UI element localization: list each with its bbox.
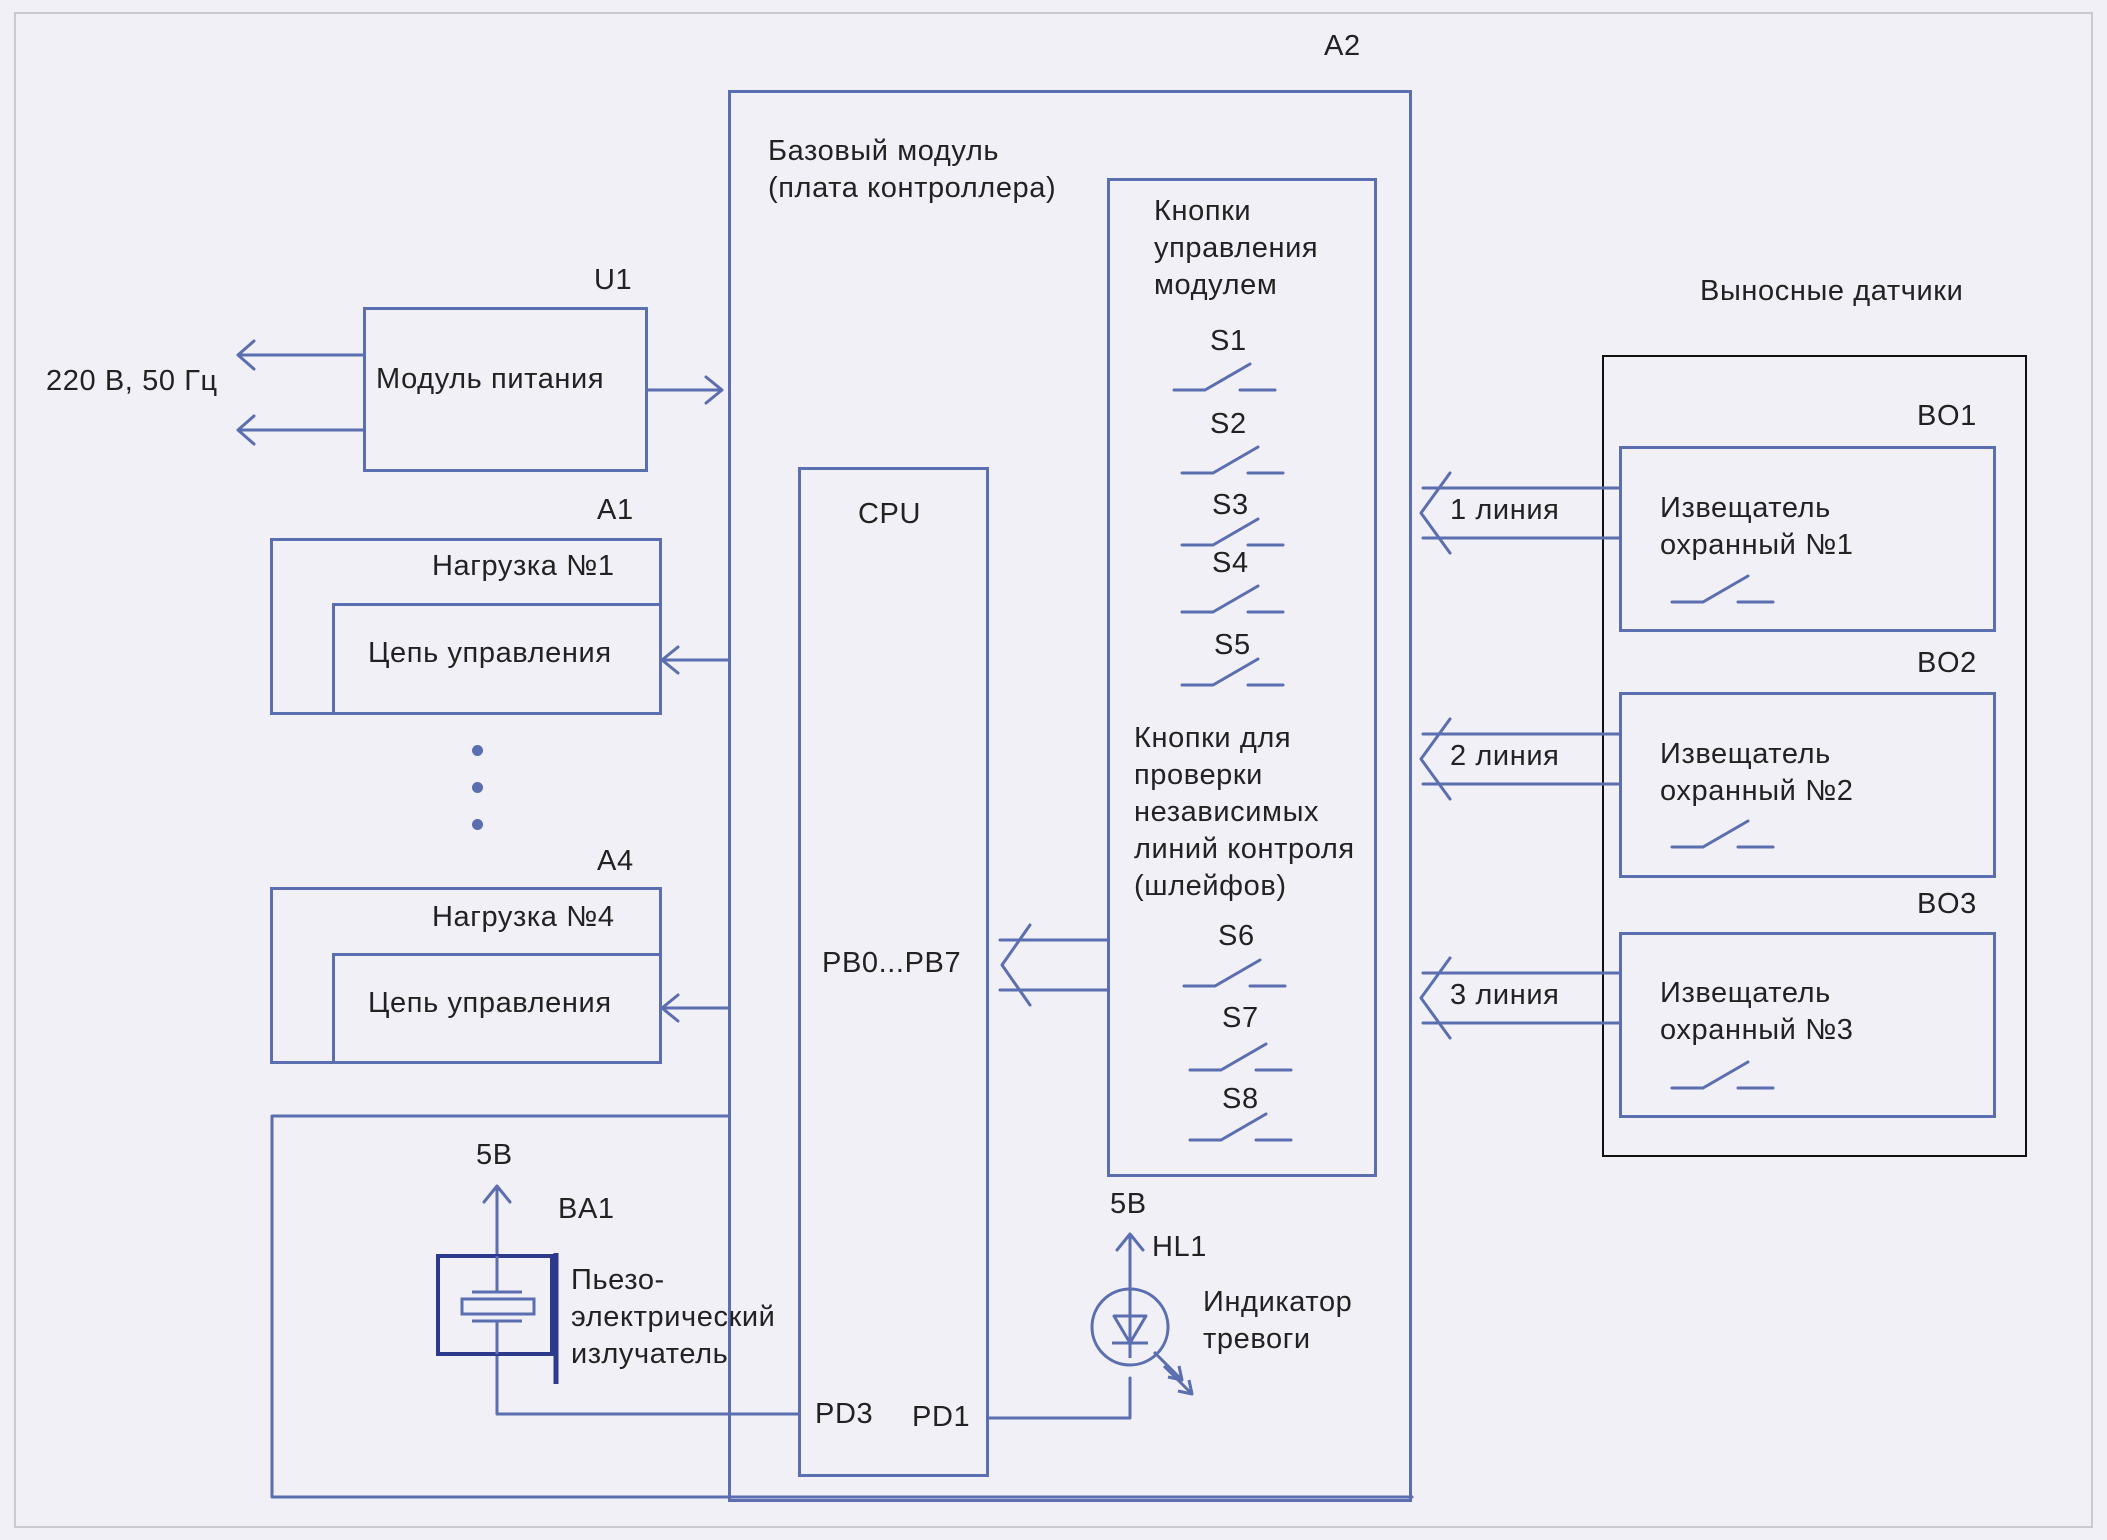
switch-s3-symbol xyxy=(1180,517,1285,547)
control1-arrowhead xyxy=(660,645,680,675)
sensor3-contact-symbol xyxy=(1670,1060,1775,1090)
label-s7: S7 xyxy=(1222,1002,1259,1034)
switch-s4-symbol xyxy=(1180,584,1285,614)
switch-s2-symbol xyxy=(1180,445,1285,475)
label-pb-ports: PB0...PB7 xyxy=(822,947,962,979)
ellipsis-dot xyxy=(472,819,483,830)
label-line2: 2 линия xyxy=(1450,740,1560,772)
label-s5: S5 xyxy=(1214,629,1251,661)
line1-arrowhead xyxy=(1419,471,1452,555)
label-pd1: PD1 xyxy=(912,1401,971,1433)
label-u1: U1 xyxy=(594,264,633,296)
sensor1-block xyxy=(1619,446,1996,632)
buzzer-supply-arrowhead xyxy=(482,1184,512,1204)
mains-arrowhead-bottom xyxy=(236,414,256,446)
remote-sensors-group xyxy=(1602,355,2027,1157)
mains-arrowhead-top xyxy=(236,339,256,371)
common-return-wire xyxy=(270,1114,1414,1499)
label-s3: S3 xyxy=(1212,489,1249,521)
label-base-module: Базовый модуль (плата контроллера) xyxy=(768,135,1057,204)
label-s8: S8 xyxy=(1222,1083,1259,1115)
label-s4: S4 xyxy=(1212,547,1249,579)
label-load4: Нагрузка №4 xyxy=(432,901,615,933)
cpu-block xyxy=(798,467,989,1477)
label-sensor2: Извещатель охранный №2 xyxy=(1660,738,1854,807)
control4-arrowhead xyxy=(660,993,680,1023)
line2-arrowhead xyxy=(1419,717,1452,801)
buzzer-to-pd3-wire xyxy=(495,1352,800,1416)
label-power-module: Модуль питания xyxy=(376,363,605,395)
sensor2-contact-symbol xyxy=(1670,819,1775,849)
label-mains: 220 В, 50 Гц xyxy=(46,365,218,397)
power-module-block xyxy=(363,307,648,472)
label-load1: Нагрузка №1 xyxy=(432,550,615,582)
label-line1: 1 линия xyxy=(1450,494,1560,526)
buttons-block xyxy=(1107,178,1377,1177)
switch-s1-symbol xyxy=(1172,362,1277,392)
label-a4: A4 xyxy=(597,845,634,877)
label-bo2: BO2 xyxy=(1917,647,1977,679)
sensor3-block xyxy=(1619,932,1996,1118)
label-sensor1: Извещатель охранный №1 xyxy=(1660,492,1854,561)
diagram-frame xyxy=(14,12,2093,1528)
switch-s8-symbol xyxy=(1188,1112,1293,1142)
label-s6: S6 xyxy=(1218,920,1255,952)
label-control1: Цепь управления xyxy=(368,637,612,669)
label-loop-buttons: Кнопки для проверки независимых линий ко… xyxy=(1134,722,1355,902)
label-control4: Цепь управления xyxy=(368,987,612,1019)
label-cpu: CPU xyxy=(858,498,922,530)
label-pd3: PD3 xyxy=(815,1398,874,1430)
label-bo3: BO3 xyxy=(1917,888,1977,920)
led-indicator-symbol xyxy=(1090,1287,1194,1396)
control-circuit4-block xyxy=(332,953,662,1064)
switch-s5-symbol xyxy=(1180,657,1285,687)
label-s1: S1 xyxy=(1210,325,1247,357)
label-a2: A2 xyxy=(1324,30,1361,62)
label-module-buttons: Кнопки управления модулем xyxy=(1154,195,1319,301)
led-supply-arrowhead xyxy=(1115,1232,1145,1252)
label-alarm-led: Индикатор тревоги xyxy=(1203,1286,1353,1355)
pd1-to-led-wire xyxy=(987,1376,1132,1420)
label-buzzer: Пьезо- электрический излучатель xyxy=(571,1264,776,1370)
label-5v-buzzer: 5В xyxy=(476,1139,513,1171)
label-a1: A1 xyxy=(597,494,634,526)
switch-s7-symbol xyxy=(1188,1042,1293,1072)
label-remote-sensors: Выносные датчики xyxy=(1700,275,1964,307)
switch-s6-symbol xyxy=(1182,958,1287,988)
line3-arrowhead xyxy=(1419,956,1452,1040)
power-to-base-arrowhead xyxy=(704,375,724,405)
ellipsis-dot xyxy=(472,782,483,793)
label-bo1: BO1 xyxy=(1917,400,1977,432)
piezo-buzzer-symbol xyxy=(436,1253,559,1384)
label-s2: S2 xyxy=(1210,408,1247,440)
label-5v-led: 5В xyxy=(1110,1188,1147,1220)
label-line3: 3 линия xyxy=(1450,979,1560,1011)
label-sensor3: Извещатель охранный №3 xyxy=(1660,977,1854,1046)
label-ba1: BA1 xyxy=(558,1193,615,1225)
ellipsis-dot xyxy=(472,745,483,756)
label-hl1: HL1 xyxy=(1152,1231,1207,1263)
ports-bus-arrowhead xyxy=(1000,923,1032,1007)
sensor1-contact-symbol xyxy=(1670,574,1775,604)
base-module-block xyxy=(728,90,1412,1502)
sensor2-block xyxy=(1619,692,1996,878)
control-circuit1-block xyxy=(332,603,662,715)
